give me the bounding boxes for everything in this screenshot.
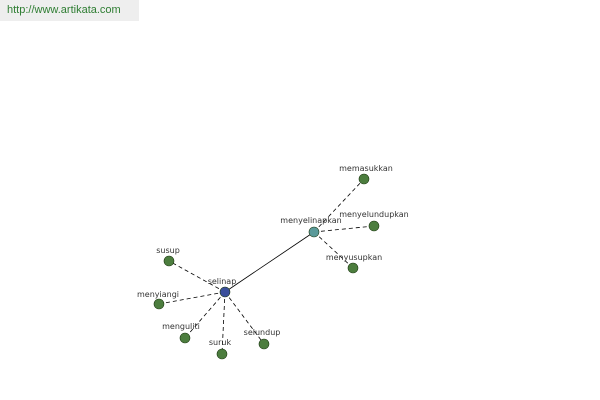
node-label-susup[interactable]: susup xyxy=(156,246,180,255)
node-label-menyiangi[interactable]: menyiangi xyxy=(137,290,179,299)
node-menyiangi[interactable] xyxy=(153,298,165,310)
nodes-layer xyxy=(153,173,380,360)
node-selinap[interactable] xyxy=(219,286,231,298)
edge-menyelinapkan-memasukkan xyxy=(313,178,365,233)
node-menyusupkan[interactable] xyxy=(347,262,359,274)
edge-selinap-suruk xyxy=(221,291,226,355)
labels-layer: selinap menyelinapkan memasukkan menyelundu… xyxy=(137,164,409,347)
node-label-menyusupkan[interactable]: menyusupkan xyxy=(326,253,382,262)
edge-selinap-menyelinapkan xyxy=(224,231,315,293)
edge-menyelinapkan-menyelundupkan xyxy=(313,225,375,233)
edge-selinap-susup xyxy=(168,260,226,293)
edge-menyelinapkan-menyusupkan xyxy=(313,231,354,269)
site-url-banner[interactable]: http://www.artikata.com xyxy=(0,0,139,21)
node-label-memasukkan[interactable]: memasukkan xyxy=(339,164,393,173)
node-label-menyelinapkan[interactable]: menyelinapkan xyxy=(280,216,341,225)
node-suruk[interactable] xyxy=(216,348,228,360)
node-selundup[interactable] xyxy=(258,338,270,350)
node-memasukkan[interactable] xyxy=(358,173,370,185)
node-susup[interactable] xyxy=(163,255,175,267)
edges-layer xyxy=(158,178,375,355)
edge-selinap-menguliti xyxy=(184,291,226,339)
node-label-menguliti[interactable]: menguliti xyxy=(162,322,200,331)
node-menyelundupkan[interactable] xyxy=(368,220,380,232)
node-label-selinap[interactable]: selinap xyxy=(208,277,237,286)
node-label-selundup[interactable]: selundup xyxy=(244,328,281,337)
node-menguliti[interactable] xyxy=(179,332,191,344)
edge-selinap-selundup xyxy=(224,291,265,345)
node-label-menyelundupkan[interactable]: menyelundupkan xyxy=(339,210,409,219)
node-menyelinapkan[interactable] xyxy=(308,226,320,238)
node-label-suruk[interactable]: suruk xyxy=(209,338,232,347)
